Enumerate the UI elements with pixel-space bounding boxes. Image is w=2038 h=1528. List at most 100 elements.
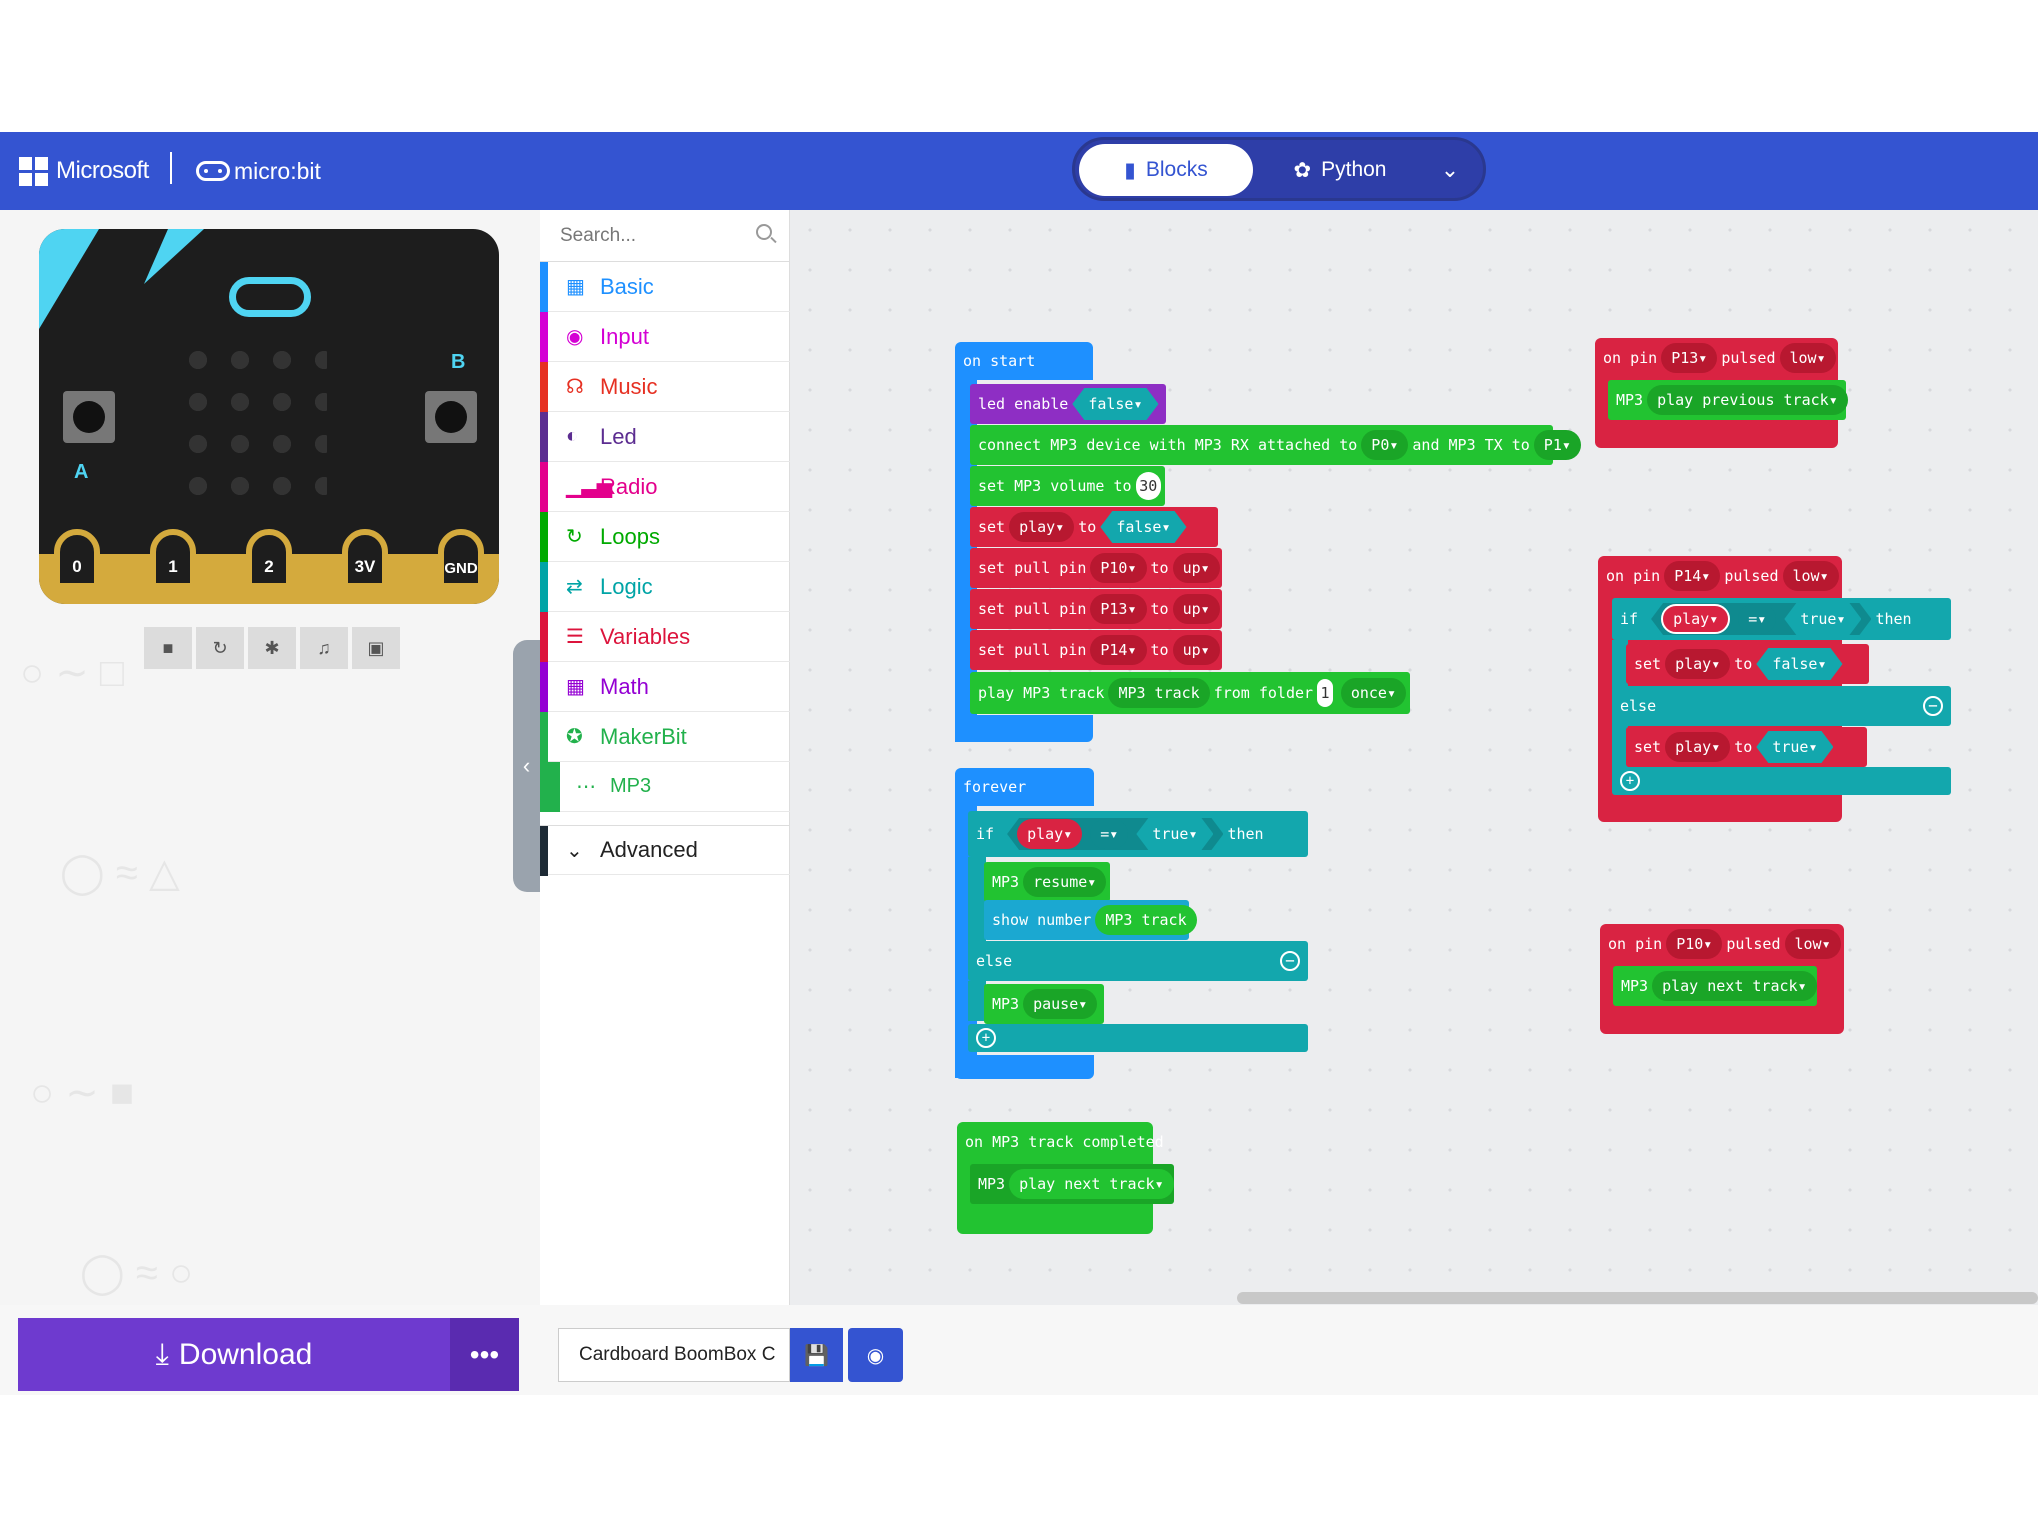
search-icon[interactable] bbox=[756, 224, 772, 240]
pin-3v[interactable]: 3V bbox=[342, 529, 388, 589]
pin-dropdown[interactable]: P14 bbox=[1090, 635, 1147, 665]
project-name-input[interactable]: Cardboard BoomBox C bbox=[558, 1328, 790, 1382]
restart-button[interactable]: ↻ bbox=[196, 627, 244, 669]
boolean-dropdown[interactable]: true bbox=[1756, 731, 1833, 763]
pin-dropdown[interactable]: P13 bbox=[1661, 343, 1718, 373]
pull-dropdown[interactable]: up bbox=[1172, 594, 1220, 624]
download-more-button[interactable]: ••• bbox=[450, 1318, 519, 1391]
add-else-icon[interactable]: + bbox=[976, 1028, 996, 1048]
remove-else-icon[interactable]: − bbox=[1923, 696, 1943, 716]
on-start-block[interactable]: on start bbox=[955, 342, 1093, 380]
category-input[interactable]: ◉Input bbox=[540, 312, 790, 362]
boolean-dropdown[interactable]: true bbox=[1784, 603, 1861, 635]
set-pull-pin-block[interactable]: set pull pinP10toup bbox=[970, 548, 1222, 588]
set-play-block[interactable]: setplaytofalse bbox=[970, 507, 1218, 547]
download-button[interactable]: ⤓Download bbox=[18, 1318, 450, 1391]
boolean-dropdown[interactable]: false bbox=[1100, 511, 1186, 543]
rx-pin-dropdown[interactable]: P0 bbox=[1361, 430, 1409, 460]
boolean-dropdown[interactable]: false bbox=[1072, 388, 1158, 420]
operator-dropdown[interactable]: = bbox=[1738, 604, 1776, 634]
category-basic[interactable]: ▦Basic bbox=[540, 262, 790, 312]
variable-reporter[interactable]: play bbox=[1017, 819, 1082, 849]
workspace-horizontal-scrollbar[interactable] bbox=[1237, 1292, 2038, 1304]
mute-button[interactable]: ♫ bbox=[300, 627, 348, 669]
forever-block[interactable]: forever bbox=[955, 768, 1094, 806]
set-play-block[interactable]: setplaytofalse bbox=[1626, 644, 1869, 684]
search-input[interactable]: Search... bbox=[560, 224, 637, 246]
category-logic[interactable]: ⇄Logic bbox=[540, 562, 790, 612]
blocks-tab[interactable]: ▮Blocks bbox=[1079, 144, 1253, 196]
category-mp3[interactable]: ⋯MP3 bbox=[540, 762, 790, 812]
action-dropdown[interactable]: play previous track bbox=[1647, 385, 1848, 415]
pull-dropdown[interactable]: up bbox=[1172, 553, 1220, 583]
variable-dropdown[interactable]: play bbox=[1665, 732, 1731, 762]
on-track-completed-block[interactable]: on MP3 track completed bbox=[957, 1122, 1164, 1162]
category-math[interactable]: ▦Math bbox=[540, 662, 790, 712]
comparison-block[interactable]: play = true bbox=[1651, 603, 1871, 635]
variable-dropdown[interactable]: play bbox=[1009, 512, 1075, 542]
volume-input[interactable]: 30 bbox=[1135, 472, 1161, 500]
pulse-dropdown[interactable]: low bbox=[1784, 929, 1841, 959]
category-loops[interactable]: ↻Loops bbox=[540, 512, 790, 562]
category-music[interactable]: ☊Music bbox=[540, 362, 790, 412]
github-button[interactable]: ◉ bbox=[848, 1328, 903, 1382]
language-dropdown[interactable]: ⌄ bbox=[1425, 144, 1475, 196]
action-dropdown[interactable]: resume bbox=[1023, 867, 1107, 897]
operator-dropdown[interactable]: = bbox=[1090, 819, 1128, 849]
collapse-simulator-button[interactable]: ‹ bbox=[513, 640, 540, 892]
pin-dropdown[interactable]: P13 bbox=[1090, 594, 1147, 624]
variable-dropdown[interactable]: play bbox=[1665, 649, 1731, 679]
set-play-block[interactable]: setplaytotrue bbox=[1626, 727, 1867, 767]
pull-dropdown[interactable]: up bbox=[1172, 635, 1220, 665]
connect-mp3-block[interactable]: connect MP3 device with MP3 RX attached … bbox=[970, 425, 1581, 465]
category-variables[interactable]: ☰Variables bbox=[540, 612, 790, 662]
pin-dropdown[interactable]: P10 bbox=[1090, 553, 1147, 583]
microsoft-logo[interactable]: Microsoft bbox=[19, 132, 149, 210]
fullscreen-button[interactable]: ▣ bbox=[352, 627, 400, 669]
action-dropdown[interactable]: play next track bbox=[1652, 971, 1817, 1001]
category-led[interactable]: ◐Led bbox=[540, 412, 790, 462]
button-b[interactable] bbox=[425, 391, 477, 443]
mp3-track-reporter[interactable]: MP3 track bbox=[1108, 678, 1210, 708]
on-pin-p10-block[interactable]: on pinP10pulsedlow bbox=[1600, 924, 1844, 964]
remove-else-icon[interactable]: − bbox=[1280, 951, 1300, 971]
set-pull-pin-block[interactable]: set pull pinP14toup bbox=[970, 630, 1222, 670]
comparison-block[interactable]: play = true bbox=[1007, 818, 1223, 850]
debug-button[interactable]: ✱ bbox=[248, 627, 296, 669]
pin-gnd[interactable]: GND bbox=[438, 529, 484, 589]
microbit-logo[interactable]: micro:bit bbox=[192, 132, 321, 210]
on-pin-p13-block[interactable]: on pinP13pulsedlow bbox=[1595, 338, 1838, 378]
folder-input[interactable]: 1 bbox=[1317, 679, 1333, 707]
microbit-simulator[interactable]: A B 0 1 2 3V GND bbox=[39, 229, 499, 604]
category-advanced[interactable]: ⌄Advanced bbox=[540, 825, 790, 876]
toolbox-search[interactable]: Search... bbox=[540, 210, 790, 262]
variable-reporter[interactable]: play bbox=[1661, 604, 1730, 634]
boolean-dropdown[interactable]: true bbox=[1136, 818, 1213, 850]
boolean-dropdown[interactable]: false bbox=[1756, 648, 1842, 680]
add-else-icon[interactable]: + bbox=[1620, 771, 1640, 791]
category-makerbit[interactable]: ✪MakerBit bbox=[540, 712, 790, 762]
set-pull-pin-block[interactable]: set pull pinP13toup bbox=[970, 589, 1222, 629]
action-dropdown[interactable]: play next track bbox=[1009, 1169, 1174, 1199]
if-else-block[interactable]: if play=truethen bbox=[1612, 598, 1951, 640]
category-radio[interactable]: ▁▃▅Radio bbox=[540, 462, 790, 512]
pin-2[interactable]: 2 bbox=[246, 529, 292, 589]
if-else-block[interactable]: if play=truethen bbox=[968, 811, 1308, 857]
python-tab[interactable]: ✿Python bbox=[1275, 144, 1405, 196]
pin-1[interactable]: 1 bbox=[150, 529, 196, 589]
pin-dropdown[interactable]: P10 bbox=[1666, 929, 1723, 959]
pin-dropdown[interactable]: P14 bbox=[1664, 561, 1721, 591]
on-pin-p14-block[interactable]: on pinP14pulsedlow bbox=[1598, 556, 1842, 596]
button-a[interactable] bbox=[63, 391, 115, 443]
action-dropdown[interactable]: pause bbox=[1023, 989, 1098, 1019]
mp3-track-reporter[interactable]: MP3 track bbox=[1095, 905, 1197, 935]
